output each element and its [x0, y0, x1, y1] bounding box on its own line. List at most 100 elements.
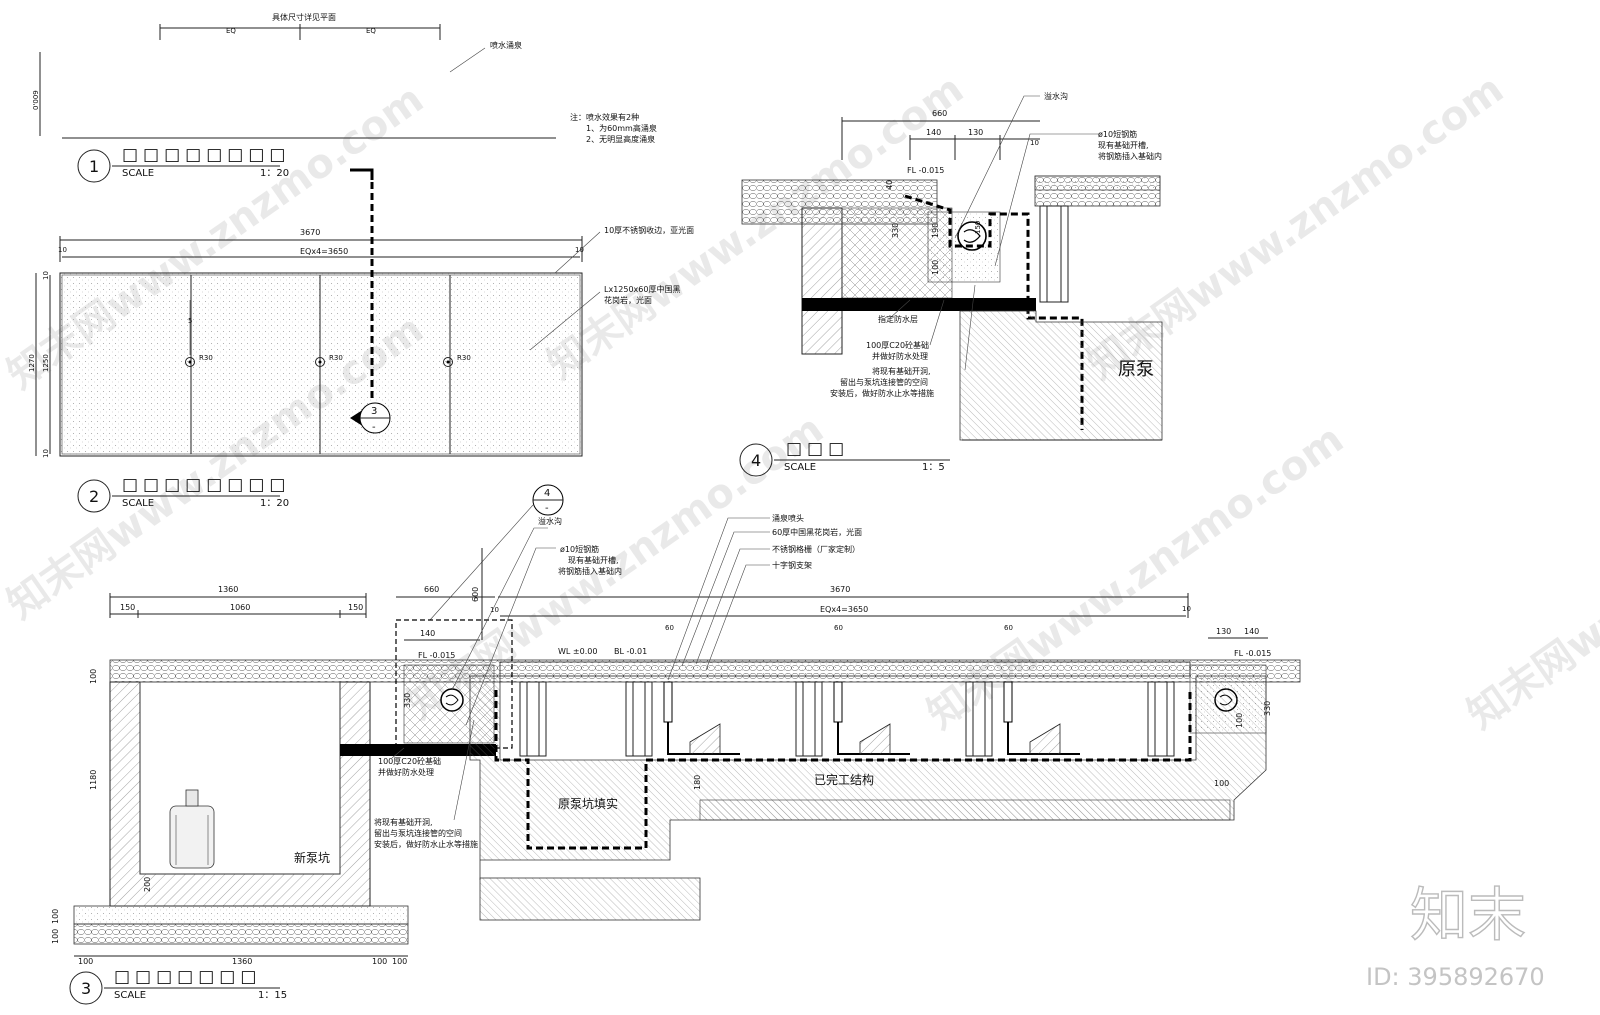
s3-open: 安装后，做好防水止水等措施 — [374, 839, 478, 849]
s3-support: 十字钢支架 — [772, 560, 812, 570]
detail-title: □□□ — [786, 439, 849, 459]
s3-dim-330: 330 — [1263, 701, 1272, 716]
s3-dim-100: 100 — [51, 909, 60, 924]
plan-stone-label: 花岗岩，光面 — [604, 295, 652, 305]
d4-dim-330: 330 — [891, 223, 900, 238]
eq-label: EQ — [366, 27, 376, 35]
s3-base: 并做好防水处理 — [378, 767, 434, 777]
d4-overflow: 溢水沟 — [1044, 91, 1068, 101]
s3-dim-330: 330 — [403, 693, 412, 708]
d4-dim-150: 150 — [974, 221, 982, 234]
s3-dim-1360: 1360 — [218, 585, 238, 594]
s3-dim-1360: 1360 — [232, 957, 252, 966]
detail-title: □□□□□□□ — [114, 967, 261, 987]
d4-dim-190: 190 — [931, 223, 940, 238]
detail-number: 3 — [81, 979, 91, 998]
s3-old-pit: 原泵坑填实 — [558, 796, 618, 811]
s3-dim-100: 100 — [372, 957, 387, 966]
s3-rebar: 将钢筋插入基础内 — [558, 566, 622, 576]
s3-base: 100厚C20砼基础 — [378, 756, 441, 766]
s3-dim-1180: 1180 — [89, 770, 98, 790]
detail-number: 2 — [89, 487, 99, 506]
scale-label: SCALE — [122, 498, 154, 509]
s3-dim-150: 150 — [348, 603, 363, 612]
s3-dim-1060: 1060 — [230, 603, 250, 612]
watermark: 知末网www.znzmo.com — [919, 416, 1351, 738]
s3-open: 将现有基础开洞, — [374, 817, 433, 827]
scale-value: 1：20 — [260, 498, 289, 509]
s3-overflow: 溢水沟 — [538, 516, 562, 526]
s3-dim-60: 60 — [665, 624, 674, 632]
d4-waterproof: 指定防水层 — [878, 314, 918, 324]
plan-dim-5: 5 — [188, 317, 192, 325]
s3-fl: FL -0.015 — [1234, 649, 1271, 658]
fountain-nozzle — [1003, 681, 1080, 755]
plan-dim-10: 10 — [575, 246, 584, 254]
s3-dim-600: 600 — [471, 587, 480, 602]
s3-grate: 不锈钢格栅（厂家定制） — [772, 544, 860, 554]
s3-dim-140: 140 — [420, 629, 435, 638]
s3-dim-60: 60 — [1004, 624, 1013, 632]
detail-title-3: 3 □□□□□□□ SCALE 1：15 — [69, 967, 287, 1005]
steel-support — [1147, 681, 1175, 757]
s3-dim-130: 130 — [1216, 627, 1231, 636]
eq-label: EQ — [226, 27, 236, 35]
detail-title-2: 2 □□□□□□□□ SCALE 1：20 — [77, 475, 291, 513]
s3-open: 留出与泵坑连接管的空间 — [374, 828, 462, 838]
s3-bl: BL -0.01 — [614, 647, 647, 656]
plan-dim-total: 3670 — [300, 228, 320, 237]
d4-rebar: 将钢筋插入基础内 — [1098, 151, 1162, 161]
s3-dim-eq: EQx4=3650 — [820, 605, 868, 614]
fountain-nozzle — [663, 681, 740, 755]
d4-dim-140: 140 — [926, 128, 941, 137]
detail-3-section: 4 - 1360 150 1060 150 660 600 140 10 367… — [51, 484, 1301, 966]
plan-dim-10: 10 — [58, 246, 67, 254]
s3-new-pit: 新泵坑 — [294, 850, 330, 865]
d4-dim-660: 660 — [932, 109, 947, 118]
detail-title: □□□□□□□□ — [122, 145, 291, 165]
nozzle-plan: R30 — [443, 354, 471, 367]
s3-dim-140: 140 — [1244, 627, 1259, 636]
plan-stone-label: Lx1250x60厚中国黑 — [604, 284, 680, 294]
s3-dim-100: 100 — [78, 957, 93, 966]
detail-4-overflow: 660 140 130 10 FL -0.015 330 190 100 40 … — [741, 91, 1163, 441]
d4-pit-label: 原泵 — [1118, 359, 1154, 380]
nozzle-plan: R30 — [315, 354, 343, 367]
scale-label: SCALE — [784, 462, 816, 473]
d4-open: 安装后，做好防水止水等措施 — [830, 388, 934, 398]
plan-dim-1250: 1250 — [42, 354, 50, 372]
d4-rebar: ø10短钢筋 — [1098, 129, 1137, 139]
fountain-label: 喷水涌泉 — [490, 40, 522, 50]
s3-nozzle: 涌泉喷头 — [772, 513, 804, 523]
brand-watermark: 知末 ID: 395892670 — [1366, 880, 1545, 991]
d4-open: 留出与泵坑连接管的空间 — [840, 377, 928, 387]
fountain-nozzle — [833, 681, 910, 755]
radius-label: R30 — [329, 354, 343, 362]
callout-number: 4 — [544, 488, 550, 499]
note-line: 2、无明显高度涌泉 — [586, 134, 655, 144]
s3-dim-10: 10 — [490, 606, 499, 614]
callout-number: 3 — [371, 406, 377, 417]
s3-dim-3670: 3670 — [830, 585, 850, 594]
note-title: 注：喷水效果有2种 — [570, 112, 639, 122]
d4-dim-100: 100 — [931, 260, 940, 275]
s3-rebar: ø10短钢筋 — [560, 544, 599, 554]
s3-dim-100: 100 — [89, 669, 98, 684]
radius-label: R30 — [457, 354, 471, 362]
d4-dim-40: 40 — [885, 180, 894, 190]
detail-title: □□□□□□□□ — [122, 475, 291, 495]
d4-base: 并做好防水处理 — [872, 351, 928, 361]
detail-number: 4 — [751, 451, 761, 470]
plan-dim-10: 10 — [42, 271, 50, 280]
image-id: ID: 395892670 — [1366, 963, 1545, 991]
dim-900: 0'009 — [32, 90, 40, 110]
s3-rebar: 现有基础开槽, — [568, 555, 619, 565]
d4-base: 100厚C20砼基础 — [866, 340, 929, 350]
nozzle-plan: R30 — [185, 354, 213, 367]
s3-dim-150: 150 — [120, 603, 135, 612]
steel-support — [795, 681, 823, 757]
s3-fl: FL -0.015 — [418, 651, 455, 660]
d4-open: 将现有基础开洞, — [872, 366, 931, 376]
d4-dim-10: 10 — [1030, 139, 1039, 147]
